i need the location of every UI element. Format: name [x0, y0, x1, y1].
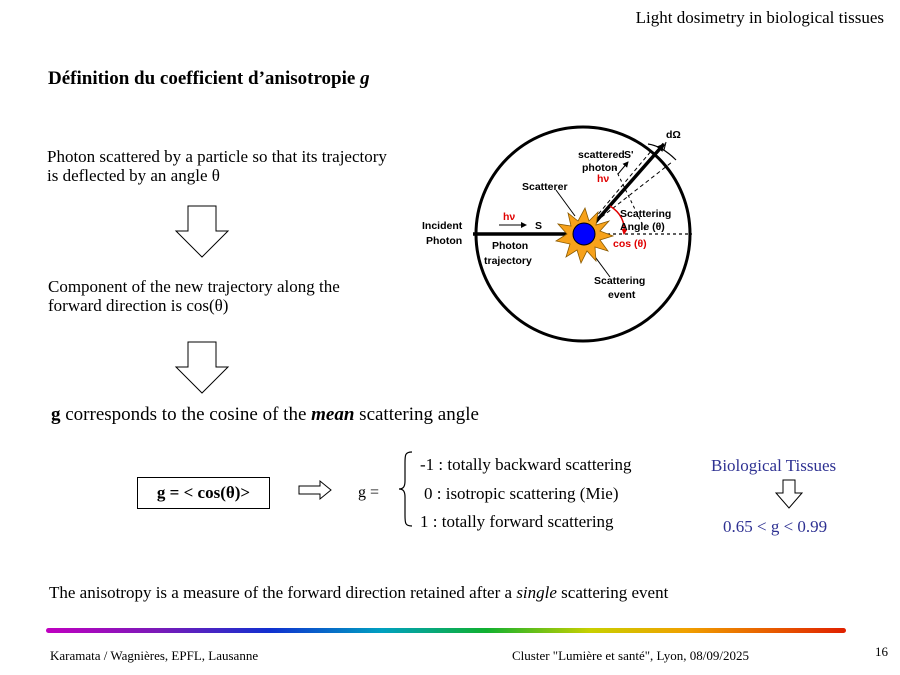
- paragraph-photon-scattered: Photon scattered by a particle so that i…: [47, 147, 387, 185]
- hv-incident-label: hν: [503, 211, 515, 223]
- scattering-angle-label-1: Scattering: [620, 208, 671, 220]
- s-label: S: [535, 220, 542, 232]
- scatterer-particle: [572, 222, 596, 246]
- photon-trajectory-label-2: trajectory: [484, 255, 532, 267]
- note-text-2: scattering event: [561, 583, 669, 602]
- scattered-photon-label: photon: [582, 162, 618, 174]
- g-equals: g =: [358, 484, 380, 501]
- anisotropy-note: The anisotropy is a measure of the forwa…: [49, 583, 668, 603]
- curly-brace: [398, 451, 413, 527]
- mean-word: mean: [311, 404, 355, 425]
- cone-dashed-line: [584, 161, 673, 231]
- incident-photon-label: Photon: [426, 235, 462, 247]
- scatterer-pointer: [555, 189, 576, 217]
- rainbow-divider: [46, 628, 846, 633]
- formula-box: g = < cos(θ)>: [137, 477, 270, 509]
- scattered-label: scattered: [578, 149, 625, 161]
- scattering-angle-label-2: Angle (θ): [620, 221, 665, 233]
- down-arrow-icon: [174, 205, 230, 258]
- paragraph-component-forward: Component of the new trajectory along th…: [48, 277, 340, 315]
- title-symbol: g: [360, 68, 370, 89]
- bio-g-range: 0.65 < g < 0.99: [723, 517, 828, 536]
- s-prime-label: S': [624, 149, 634, 161]
- case-forward: 1 : totally forward scattering: [420, 512, 614, 531]
- scattering-event-label-2: event: [608, 289, 636, 301]
- right-arrow-icon: [298, 479, 332, 501]
- g-line-text-2: scattering angle: [359, 404, 479, 425]
- bio-tissues-title: Biological Tissues: [711, 456, 837, 475]
- scattered-photon-line: [590, 142, 666, 228]
- g-symbol: g: [51, 404, 61, 425]
- case-backward: -1 : totally backward scattering: [420, 455, 632, 474]
- scatterer-label: Scatterer: [522, 181, 568, 193]
- title-text: Définition du coefficient d’anisotropie: [48, 68, 356, 89]
- d-omega-label: dΩ: [666, 129, 681, 141]
- note-text-1: The anisotropy is a measure of the forwa…: [49, 583, 513, 602]
- page-number: 16: [875, 644, 888, 659]
- down-arrow-icon: [174, 341, 230, 394]
- incident-label: Incident: [422, 220, 463, 232]
- hv-scattered-label: hν: [597, 173, 609, 185]
- slide-title: Définition du coefficient d’anisotropie …: [48, 68, 370, 90]
- single-word: single: [516, 583, 557, 602]
- s-prime-arrow: [617, 161, 629, 175]
- g-definition-line: g corresponds to the cosine of the mean …: [51, 404, 479, 426]
- down-arrow-icon: [774, 479, 804, 509]
- scattering-angle-arc: [609, 205, 628, 235]
- scattering-event-label-1: Scattering: [594, 275, 645, 287]
- case-isotropic: 0 : isotropic scattering (Mie): [424, 484, 619, 503]
- footer-authors: Karamata / Wagnières, EPFL, Lausanne: [50, 648, 259, 663]
- cos-theta-label: cos (θ): [613, 238, 647, 250]
- photon-trajectory-label-1: Photon: [492, 240, 528, 252]
- g-line-text-1: corresponds to the cosine of the: [65, 404, 307, 425]
- footer-event: Cluster "Lumière et santé", Lyon, 08/09/…: [512, 648, 749, 663]
- scattering-diagram: dΩ scattered photon S' hν Scatterer Scat…: [422, 125, 692, 343]
- slide-header: Light dosimetry in biological tissues: [635, 8, 884, 27]
